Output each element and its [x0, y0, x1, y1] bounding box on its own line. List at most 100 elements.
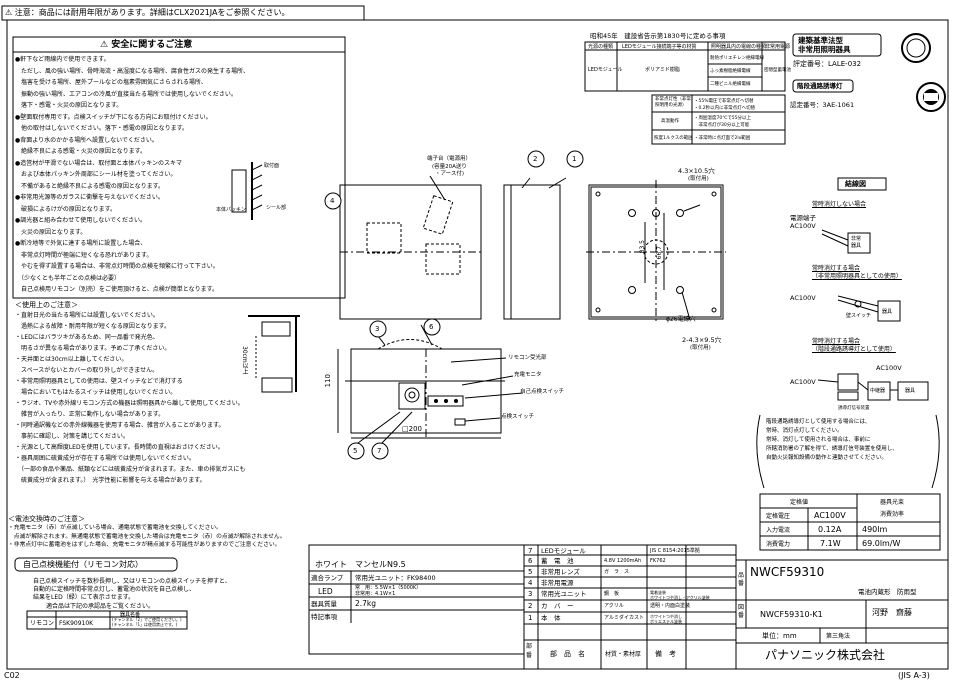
safety-lines: ●軒下など雨線内で使用できます。 ただし、風の強い場所、骨時海流・高湿度になる場… — [15, 54, 249, 296]
safety-line: 絶縁不良による感電・火災の原因となります。 — [15, 148, 147, 155]
usage-line: ・ラジオ、TVや赤外線リモコン方式の機器は照明器具から離して使用してください。 — [15, 400, 244, 407]
dim-66: 66.7 — [656, 246, 663, 260]
unit-label: 単位：mm — [762, 632, 797, 640]
wiring-c1-dev: 非常 器具 — [851, 236, 862, 249]
parts-hdr-note: 備 考 — [655, 650, 676, 658]
law-k3: 照度1ルクスの範囲 — [654, 136, 693, 141]
usage-line: 雑音が入ったり、正常に動作しない場合があります。 — [15, 411, 165, 418]
safety-line: 破損によるけがの原因となります。 — [15, 205, 117, 213]
callout-6: 6 — [429, 323, 434, 331]
remote-note: (チャンネル「2」でご使用ください。)(チャンネル「1」は使用禁止です。) — [112, 617, 182, 627]
safety-line: 塩害を受ける場所、屋外プールなどの塩素雰囲気にさらされる場所、 — [15, 79, 207, 86]
callout-7: 7 — [377, 447, 382, 455]
badge-standard-num: 評定番号：LALE-032 — [793, 60, 862, 68]
part-name: 本 体 — [541, 614, 561, 622]
safety-line: 振動の強い場所、エアコンの冷風が直接当たる場所では使用しないでください。 — [15, 90, 237, 98]
dim-200: □200 — [402, 425, 422, 433]
label-check-sw: 点検スイッチ — [501, 414, 535, 420]
usage-line: 硫黄成分が含まれます。） 光学性能に影響を与える場合があります。 — [15, 477, 206, 484]
part-name: 非常用電源 — [541, 579, 574, 587]
safety-line: 不備があると絶縁不良による感電の原因となります。 — [15, 182, 165, 190]
safety-line: やむを得ず設置する場合は、非常点灯時間の点検を頻繁に行って下さい。 — [15, 263, 219, 270]
safety-line: 他の取付はしないでください。落下・感電の原因となります。 — [15, 125, 189, 132]
part-spec: ホワイトつや消し ポリエステル塗装 — [650, 614, 682, 624]
safety-line: 非常点灯時間が極端に短くなる恐れがあります。 — [15, 251, 153, 259]
usage-line: （一部の食品や薬品、紙類などには硫黄成分が含まれます。また、車の排気ガスにも — [15, 466, 246, 473]
corner-left: C02 — [4, 671, 20, 680]
wiring-c3-panel: 誘導灯信号装置 — [838, 406, 870, 411]
wiring-note-line: 常時、消灯して使用される場合は、事前に — [766, 437, 871, 443]
knock-label: φ26電線穴 — [666, 316, 696, 323]
wiring-note-line: 常時、消灯点灯してください。 — [766, 428, 843, 434]
label-torituke: 取付面 — [264, 163, 280, 169]
self-check-line: 自動的に定格時間非常点灯し、蓄電池の状況を自己点検し、 — [33, 586, 196, 593]
safety-title: ⚠ 安全に関するご注意 — [100, 40, 193, 50]
terminal-label2: (容量20A送り — [432, 164, 467, 170]
part-number: 5 — [528, 568, 533, 576]
usage-line: ・同時通訳機などの赤外線機器を使用する場合、雑音が入ることがあります。 — [15, 422, 225, 429]
part-number: 4 — [528, 579, 533, 587]
law-v1b: ・0.2秒以内に非常点灯へ切替 — [694, 106, 756, 111]
part-name: 常用光ユニット — [541, 590, 587, 598]
usage-line: 明るさが異なる場合があります。予めご了承ください。 — [15, 345, 171, 352]
wiring-c3-relay: 中継器 — [870, 388, 886, 394]
law-r3b: ふっ素樹脂絶縁電線 — [710, 69, 751, 74]
wiring-title: 結線図 — [845, 180, 866, 188]
battery-line: ・充電モニタ（赤）が点滅している場合、通電状態で蓄電池を交換してください。 — [8, 525, 222, 531]
law-v2a: ・周囲温度70℃で55分以上 — [694, 116, 752, 121]
part-name: LEDモジュール — [541, 547, 586, 555]
battery-line: ・非常点灯中に蓄電池をはずした場合、充電モニタが精点滅する可能性がありますのでご… — [8, 542, 281, 548]
rating-title2: 器具光束 消費効率 — [880, 499, 905, 518]
part-spec: 透明・内面白塗装 — [650, 603, 691, 609]
wiring-c1-src: 電源端子 AC100V — [790, 214, 816, 230]
wiring-c2: 常時消灯する場合 — [812, 265, 861, 272]
wiring-c3-ac: AC100V — [876, 364, 902, 372]
safety-line: 火災の原因となります。 — [15, 228, 87, 236]
wiring-note-line: 階段通路誘導灯として使用する場合には、 — [766, 419, 871, 425]
wiring-note-line: 自動火災報知設備の動作と連動させてください。 — [766, 455, 887, 461]
remote-model: FSK90910K — [59, 620, 94, 627]
law-h2: LEDモジュール接続端子等の材質 — [622, 44, 697, 50]
remote-label: リモコン — [30, 620, 55, 627]
badge-standard: 建築基準法型 非常用照明器具 — [798, 36, 851, 54]
safety-line: ●調光器と組み合わせて使用しないでください。 — [15, 217, 147, 224]
wiring-c2b: （非常用照明器具としての使用） — [812, 273, 902, 280]
dim-30cm: 30cm以上 — [241, 346, 248, 375]
law-k2: 高温動作 — [661, 119, 679, 124]
callout-4: 4 — [330, 197, 335, 205]
safety-line: ただし、風の強い場所、骨時海流・高湿度になる場所、腐食性ガスの発生する場所、 — [15, 67, 250, 75]
spec-weight-label: 器具質量 — [311, 600, 337, 608]
law-h1: 光源の種類 — [588, 44, 614, 50]
parts-hdr-no: 部 番 — [526, 643, 533, 659]
usage-line: ・非常用照明器具としての使用は、壁スイッチなどで消灯する — [15, 378, 183, 385]
law-r1: LEDモジュール — [588, 67, 623, 73]
usage-lines: ・直射日光の当たる場所には設置しないでください。 過熱による故障・耐用年限が短く… — [15, 310, 245, 486]
safety-line: ●壁面取付専用です。点検スイッチが下になる方向にお取付けください。 — [15, 113, 212, 121]
law-h3: 照明器具内の電線の種類 — [711, 44, 767, 50]
wiring-c2-sw: 壁スイッチ — [846, 313, 872, 319]
usage-line: ・直射日光の当たる場所には設置しないでください。 — [15, 312, 159, 319]
dim-110: 110 — [324, 374, 332, 388]
rating-eff: 69.0lm/W — [862, 539, 901, 548]
company-name: パナソニック株式会社 — [765, 648, 886, 662]
spec-lamp: 常用光ユニット：FK98400 — [355, 574, 436, 582]
part-name: 非常用レンズ — [541, 568, 580, 576]
spec-special-label: 特記事項 — [311, 613, 337, 621]
rating-v-label: 定格電圧 — [766, 513, 791, 520]
rating-title1: 定格値 — [790, 499, 809, 506]
law-r3c: 二種ビニル絶縁電線 — [710, 82, 751, 87]
spec-led2: 非常用：4.1W×1 — [355, 591, 396, 597]
part-name: 蓄 電 池 — [541, 557, 574, 565]
usage-line: ・天井面とは30cm以上離してください。 — [15, 356, 128, 363]
wiring-c2-src: AC100V — [790, 294, 816, 302]
safety-line: （少なくとも半年ごとの点検は必要） — [15, 274, 120, 282]
label-remote-rx: リモコン受光部 — [508, 355, 547, 361]
part-number: 7 — [528, 547, 533, 555]
usage-line: ・光源として高輝度LEDを使用しています。長時間の直視はおさけください。 — [15, 444, 224, 451]
badge-exit: 階段通路誘導灯 — [797, 82, 843, 90]
part-spec: 電着塗装 ホワイトつや消し・アクリル塗装 — [650, 590, 710, 600]
part-number: 6 — [528, 557, 533, 565]
battery-lines: ・充電モニタ（赤）が点滅している場合、通電状態で蓄電池を交換してください。 点滅… — [8, 524, 286, 550]
badge-exit-num: 認定番号：3AE-1061 — [790, 101, 855, 109]
law-v3: ・非常時に点灯面で2lx範囲 — [694, 136, 751, 141]
